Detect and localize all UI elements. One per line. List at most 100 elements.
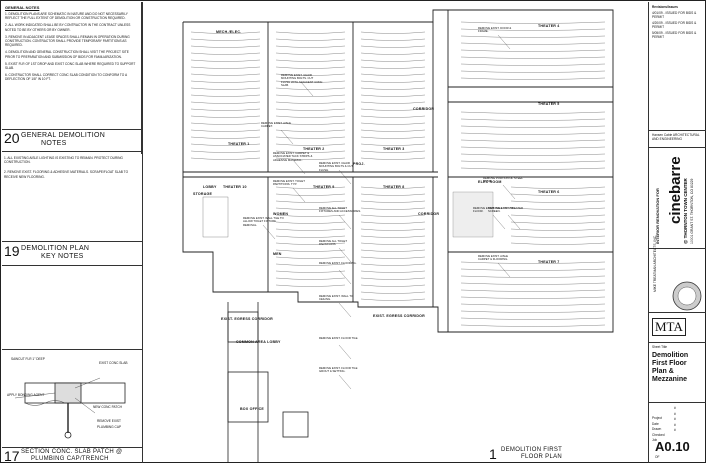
- field-value: #: [674, 428, 676, 432]
- key-notes-title: DEMOLITION PLAN: [21, 245, 90, 252]
- room-label: THEATER 2: [303, 147, 325, 151]
- demolition-callout: REMOVE EXIST. CHAIR MOUNTING BOLTS. CUT …: [281, 73, 323, 87]
- room-label: THEATER 3: [383, 147, 405, 151]
- general-note-item: 1. DEMOLITION PLANS ARE SCHEMATIC IN NAT…: [5, 12, 128, 21]
- demolition-callout: REMOVE PORTION OF STEEL STAIR.: [483, 176, 523, 184]
- key-notes-list: 1. ALL EXISTING AISLE LIGHTING IS EXISTI…: [4, 156, 138, 179]
- revision-entry: 5/05/09 - ISSUED FOR BIDS & PERMIT: [652, 31, 697, 40]
- divider: [2, 241, 142, 242]
- demolition-callout: REMOVE EXIST. DOOR & FRAME.: [478, 26, 512, 34]
- column-divider: [142, 2, 143, 463]
- key-notes-panel: 1. ALL EXISTING AISLE LIGHTING IS EXISTI…: [4, 156, 138, 246]
- demolition-callout: REMOVE EXIST. THEATER SCREEN.: [488, 206, 524, 214]
- sheet-of: OF: [655, 455, 660, 459]
- divider: [649, 248, 706, 249]
- section-number: 17: [4, 448, 20, 464]
- section-title-line2: PLUMBING CAP/TRENCH: [31, 456, 109, 462]
- room-label: THEATER 9: [313, 185, 335, 189]
- title-block-field: Checked #: [652, 422, 704, 437]
- room-label: THEATER 7: [538, 260, 560, 264]
- title-block-field: Job #: [652, 428, 704, 442]
- section-label: EXIST CONC SLAB: [99, 361, 128, 365]
- general-demo-title-line2: NOTES: [41, 140, 67, 147]
- title-block-field: Drawn #: [652, 417, 704, 431]
- field-value: #: [674, 406, 676, 410]
- room-label: STORAGE: [193, 192, 213, 196]
- title-block-fields: Project#Date#Drawn#Checked#Job#: [652, 406, 704, 442]
- sheet-title-line: Plan &: [652, 368, 674, 375]
- field-value: #: [674, 422, 676, 427]
- demolition-callout: REMOVE EXIST. FLOORING.: [319, 261, 357, 265]
- general-note-item: 6. CONTRACTOR SHALL CORRECT CONC SLAB CO…: [5, 73, 127, 82]
- general-note-item: 2. ALL WORK INDICATED SHALL BE BY CONTRA…: [5, 23, 131, 32]
- demolition-callout: REMOVE ALL TOILET PARTITIONS.: [319, 239, 348, 247]
- title-block-field: Date#: [652, 412, 704, 426]
- revision-entry: 4/20/09 - ISSUED FOR BIDS & PERMIT: [652, 21, 697, 30]
- firm-name: MIKE TREATMAN ARCHITECTS, INC.: [653, 234, 657, 292]
- room-label: WOMEN: [273, 212, 289, 216]
- sheet-title-line: First Floor: [652, 360, 687, 367]
- demolition-callout: REMOVE EXIST. CARPET & ASSOCIATED TACK S…: [273, 151, 313, 162]
- demolition-callout: REMOVE EXIST. TOILET PARTITIONS. TYP.: [273, 179, 305, 187]
- divider: [649, 342, 706, 343]
- sheet-title-line: Demolition: [652, 352, 689, 359]
- demolition-callout: REMOVE EXIST. WALL TO CEILING.: [319, 294, 354, 302]
- demolition-callout: REMOVE ALL TOILET FIXTURES AND ACCESSORI…: [319, 206, 361, 214]
- demolition-callout: REMOVE EXIST. FLOOR TILE GROUT & SETTING…: [319, 366, 358, 374]
- demolition-callout: REMOVE EXIST. FLOOR TILE.: [319, 336, 359, 340]
- slab-patch-section-detail: [14, 377, 126, 439]
- section-label: SAWCUT FLR 1" DEEP: [11, 357, 45, 361]
- room-label: THEATER 10: [223, 185, 247, 189]
- title-block-field: Project #: [652, 406, 704, 420]
- plan-number: 1: [489, 446, 497, 462]
- field-label: Checked: [652, 432, 665, 437]
- room-label: CORRIDOR: [413, 107, 435, 111]
- revision-entry: 4/01/09 - ISSUED FOR BIDS & PERMIT: [652, 11, 697, 20]
- room-label: THEATER 8: [383, 185, 405, 189]
- room-label: LOBBY: [203, 185, 217, 189]
- room-label: COMMON AREA LOBBY: [236, 340, 281, 344]
- field-label: Job: [652, 438, 658, 442]
- divider: [2, 151, 142, 152]
- firm-seal-icon: [672, 281, 702, 311]
- field-label: Drawn: [652, 427, 662, 431]
- section-label: NEW CONC PATCH: [93, 405, 122, 409]
- sheet-number: A0.10: [655, 439, 690, 454]
- field-label: Project: [652, 416, 662, 420]
- room-label: THEATER 1: [228, 142, 250, 146]
- project-location: @ THORNTON TOWN CENTER: [683, 178, 688, 244]
- general-note-item: 5. EXIST FLR OF 1ST DROP AND EXIST CONC …: [5, 61, 136, 71]
- divider: [2, 129, 142, 130]
- general-notes-list: 1. DEMOLITION PLANS ARE SCHEMATIC IN NAT…: [5, 12, 137, 85]
- key-note-item: 2. REMOVE EXIST. FLOORING & ADHESIVE MAT…: [4, 170, 129, 179]
- demolition-callout: REMOVE EXIST. CHAIR MOUNTING BOLTS & CUT…: [319, 161, 354, 172]
- sheet-title-label: Sheet Title: [652, 345, 668, 349]
- titleblock-divider: [648, 2, 649, 463]
- divider: [649, 130, 706, 131]
- section-label: REMOVE EXIST: [97, 419, 121, 423]
- divider: [2, 349, 142, 350]
- section-title: SECTION CONC. SLAB PATCH @: [21, 449, 123, 455]
- section-label: PLUMBING CAP: [97, 425, 122, 429]
- demolition-callout: REMOVE EXIST. WALL TILE TO ALLOW TOILET …: [243, 216, 284, 227]
- general-notes-heading: GENERAL NOTES: [5, 5, 40, 10]
- general-notes-panel: GENERAL NOTES 1. DEMOLITION PLANS ARE SC…: [2, 2, 142, 154]
- title-block: Revisions/Issues 4/01/09 - ISSUED FOR BI…: [649, 2, 706, 463]
- divider: [649, 402, 706, 403]
- project-address: 10001 GRANT ST. THORNTON, CO 80229: [690, 178, 694, 244]
- project-name: cinebarre: [667, 156, 684, 224]
- section-label: APPLY BONDING AGENT: [7, 393, 45, 397]
- key-notes-title-line2: KEY NOTES: [41, 253, 84, 260]
- field-value: #: [674, 417, 676, 421]
- demolition-callout: REMOVE EXIST. WALL ON 1ST FLOOR.: [473, 206, 514, 214]
- room-label: THEATER 6: [538, 190, 560, 194]
- divider: [2, 265, 142, 266]
- room-label: ELEC ROOM: [478, 180, 502, 184]
- room-label: THEATER 5: [538, 102, 560, 106]
- firm-logo: MTA: [652, 318, 686, 336]
- plan-title: DEMOLITION FIRST: [501, 447, 563, 453]
- demolition-callout: REMOVE EXIST. AISLE CARPET & FLOORING.: [478, 254, 509, 262]
- room-label: BOX OFFICE: [240, 407, 264, 411]
